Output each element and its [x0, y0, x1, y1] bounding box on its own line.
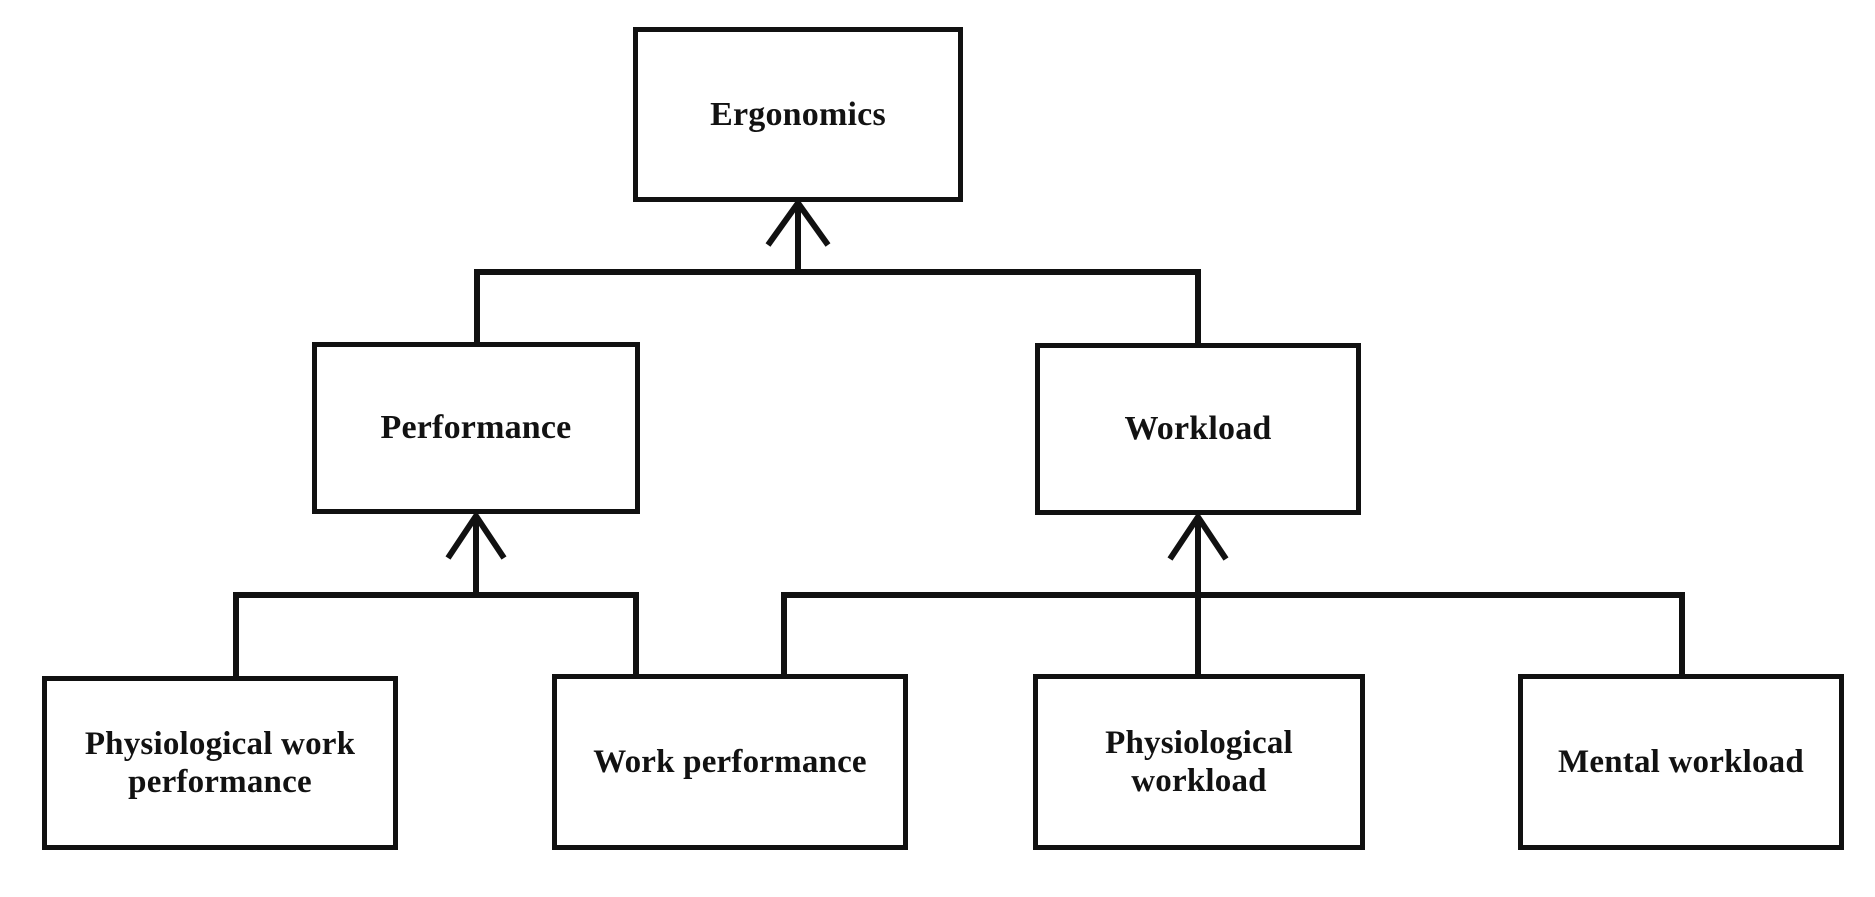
- connector-group-performance: [233, 510, 639, 679]
- arrowhead-to-performance: [445, 510, 507, 560]
- node-performance-label: Performance: [380, 409, 572, 447]
- node-work-performance-label: Work performance: [593, 743, 867, 780]
- node-work-performance[interactable]: Work performance: [552, 674, 908, 850]
- connector-group-workload: [781, 511, 1685, 677]
- arrowhead-to-ergonomics: [765, 197, 831, 247]
- node-mental-workload[interactable]: Mental workload: [1518, 674, 1844, 850]
- node-physiological-workload-label: Physiological workload: [1105, 724, 1293, 799]
- node-mental-workload-label: Mental workload: [1558, 743, 1804, 780]
- node-physiological-work-performance-label: Physiological work performance: [84, 725, 356, 800]
- node-workload[interactable]: Workload: [1035, 343, 1361, 515]
- node-physiological-work-performance[interactable]: Physiological work performance: [42, 676, 398, 850]
- node-workload-label: Workload: [1124, 410, 1272, 448]
- node-physiological-workload[interactable]: Physiological workload: [1033, 674, 1365, 850]
- arrowhead-to-workload: [1167, 511, 1229, 561]
- node-performance[interactable]: Performance: [312, 342, 640, 514]
- node-ergonomics-label: Ergonomics: [710, 95, 886, 133]
- connector-group-top: [474, 197, 1201, 345]
- node-ergonomics[interactable]: Ergonomics: [633, 27, 963, 202]
